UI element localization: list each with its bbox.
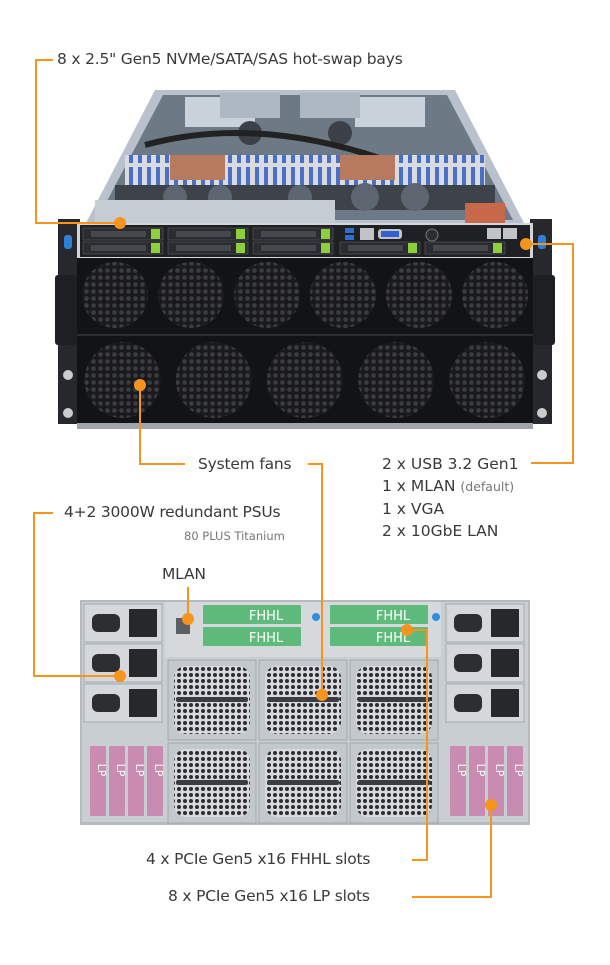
io-port-usb: 2 x USB 3.2 Gen1: [382, 455, 519, 473]
svg-text:LP: LP: [114, 764, 127, 777]
psu-module: [445, 603, 525, 643]
callout-dot-mlan: [182, 613, 194, 625]
lp-slot: LP: [488, 746, 506, 816]
callout-psu: 4+2 3000W redundant PSUs: [64, 503, 281, 521]
front-fan: [358, 342, 435, 418]
callout-dot-fhhl: [401, 624, 413, 636]
front-fan: [462, 262, 528, 328]
callout-line-lp: [412, 805, 492, 898]
io-port-lan: 2 x 10GbE LAN: [382, 522, 499, 540]
callout-line-psu: [33, 512, 120, 677]
io-port-mlan-note: (default): [460, 479, 515, 494]
lp-slot: LP: [128, 746, 146, 816]
lp-slot: LP: [450, 746, 468, 816]
front-server-image: [55, 90, 555, 429]
svg-text:LP: LP: [152, 764, 165, 777]
front-fan: [158, 262, 224, 328]
front-fan: [310, 262, 376, 328]
front-fan: [175, 342, 252, 418]
callout-line-drive-bays: [35, 59, 120, 224]
fhhl-slot: FHHL: [203, 627, 301, 646]
svg-text:LP: LP: [95, 764, 108, 777]
drive-bay: [424, 241, 506, 255]
callout-psu-note: 80 PLUS Titanium: [184, 529, 285, 543]
rear-fan: [258, 742, 348, 824]
svg-text:FHHL: FHHL: [249, 609, 284, 624]
svg-text:LP: LP: [493, 764, 506, 777]
drive-bay: [82, 227, 164, 241]
callout-dot-psu: [114, 670, 126, 682]
drive-bay: [339, 241, 421, 255]
rear-fan: [167, 742, 257, 824]
rear-fan: [349, 742, 439, 824]
callout-system-fans: System fans: [198, 455, 292, 473]
callout-line-fans-rear: [308, 463, 323, 695]
fhhl-slot: FHHL: [203, 605, 301, 624]
lp-slot: LP: [147, 746, 165, 816]
psu-module: [445, 683, 525, 723]
callout-dot-fans-front: [134, 379, 146, 391]
lp-slot: LP: [469, 746, 487, 816]
drive-bay: [167, 227, 249, 241]
callout-dot-io-ports: [520, 238, 532, 250]
callout-drive-bays: 8 x 2.5" Gen5 NVMe/SATA/SAS hot-swap bay…: [57, 50, 403, 68]
front-fan: [449, 342, 526, 418]
callout-lp-slots: 8 x PCIe Gen5 x16 LP slots: [168, 887, 370, 905]
svg-text:LP: LP: [474, 764, 487, 777]
callout-mlan: MLAN: [162, 565, 206, 583]
front-fan: [82, 262, 148, 328]
callout-dot-drive-bays: [114, 217, 126, 229]
drive-bay: [252, 241, 334, 255]
rear-fan: [167, 659, 257, 741]
front-fan: [386, 262, 452, 328]
psu-module: [83, 603, 163, 643]
drive-bay: [167, 241, 249, 255]
lp-slot: LP: [109, 746, 127, 816]
svg-text:FHHL: FHHL: [376, 631, 411, 646]
svg-text:FHHL: FHHL: [376, 609, 411, 624]
lp-slot: LP: [507, 746, 525, 816]
front-fan: [84, 342, 161, 418]
callout-fhhl-slots: 4 x PCIe Gen5 x16 FHHL slots: [146, 850, 371, 868]
io-port-mlan: 1 x MLAN (default): [382, 477, 515, 495]
callout-line-fhhl: [410, 629, 428, 861]
front-fan: [267, 342, 343, 418]
svg-text:LP: LP: [455, 764, 468, 777]
svg-text:LP: LP: [133, 764, 146, 777]
psu-module: [83, 683, 163, 723]
front-fan: [234, 262, 300, 328]
drive-bay: [82, 241, 164, 255]
rear-fan: [349, 659, 439, 741]
io-port-vga: 1 x VGA: [382, 500, 445, 518]
rear-server-image: FHHL FHHL FHHL FHHL LP LP LP LP LP LP LP LP: [80, 600, 530, 825]
callout-dot-fans-rear: [316, 689, 328, 701]
callout-line-fans-front: [139, 385, 185, 465]
fhhl-slot: FHHL: [330, 605, 428, 624]
lp-slot: LP: [90, 746, 108, 816]
psu-module: [445, 643, 525, 683]
svg-text:LP: LP: [512, 764, 525, 777]
callout-line-io-ports: [526, 243, 574, 464]
svg-text:FHHL: FHHL: [249, 631, 284, 646]
callout-io-ports: 2 x USB 3.2 Gen1 1 x MLAN (default) 1 x …: [382, 453, 518, 542]
callout-dot-lp: [485, 799, 497, 811]
drive-bay: [252, 227, 334, 241]
